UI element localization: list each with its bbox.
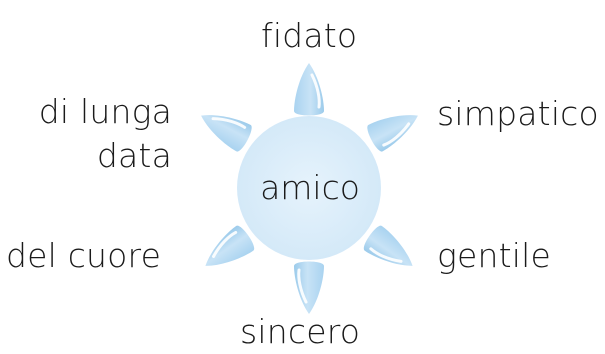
petal-upper-left xyxy=(201,115,252,152)
petal-bottom xyxy=(294,261,324,314)
word-upper-right: simpatico xyxy=(437,94,599,133)
center-word: amico xyxy=(260,168,360,207)
petal-lower-left xyxy=(205,225,255,266)
word-bottom: sincero xyxy=(240,312,361,351)
word-lower-right: gentile xyxy=(437,236,551,275)
petal-top xyxy=(294,63,324,116)
word-upper-left-line2: data xyxy=(96,136,172,175)
word-upper-left-line1: di lunga xyxy=(38,92,172,131)
petal-upper-right xyxy=(367,115,418,152)
petal-lower-right xyxy=(363,225,413,266)
word-upper-left: di lunga data xyxy=(37,90,172,178)
word-top: fidato xyxy=(261,16,358,55)
word-lower-left: del cuore xyxy=(6,236,162,275)
center-circle xyxy=(237,116,381,260)
